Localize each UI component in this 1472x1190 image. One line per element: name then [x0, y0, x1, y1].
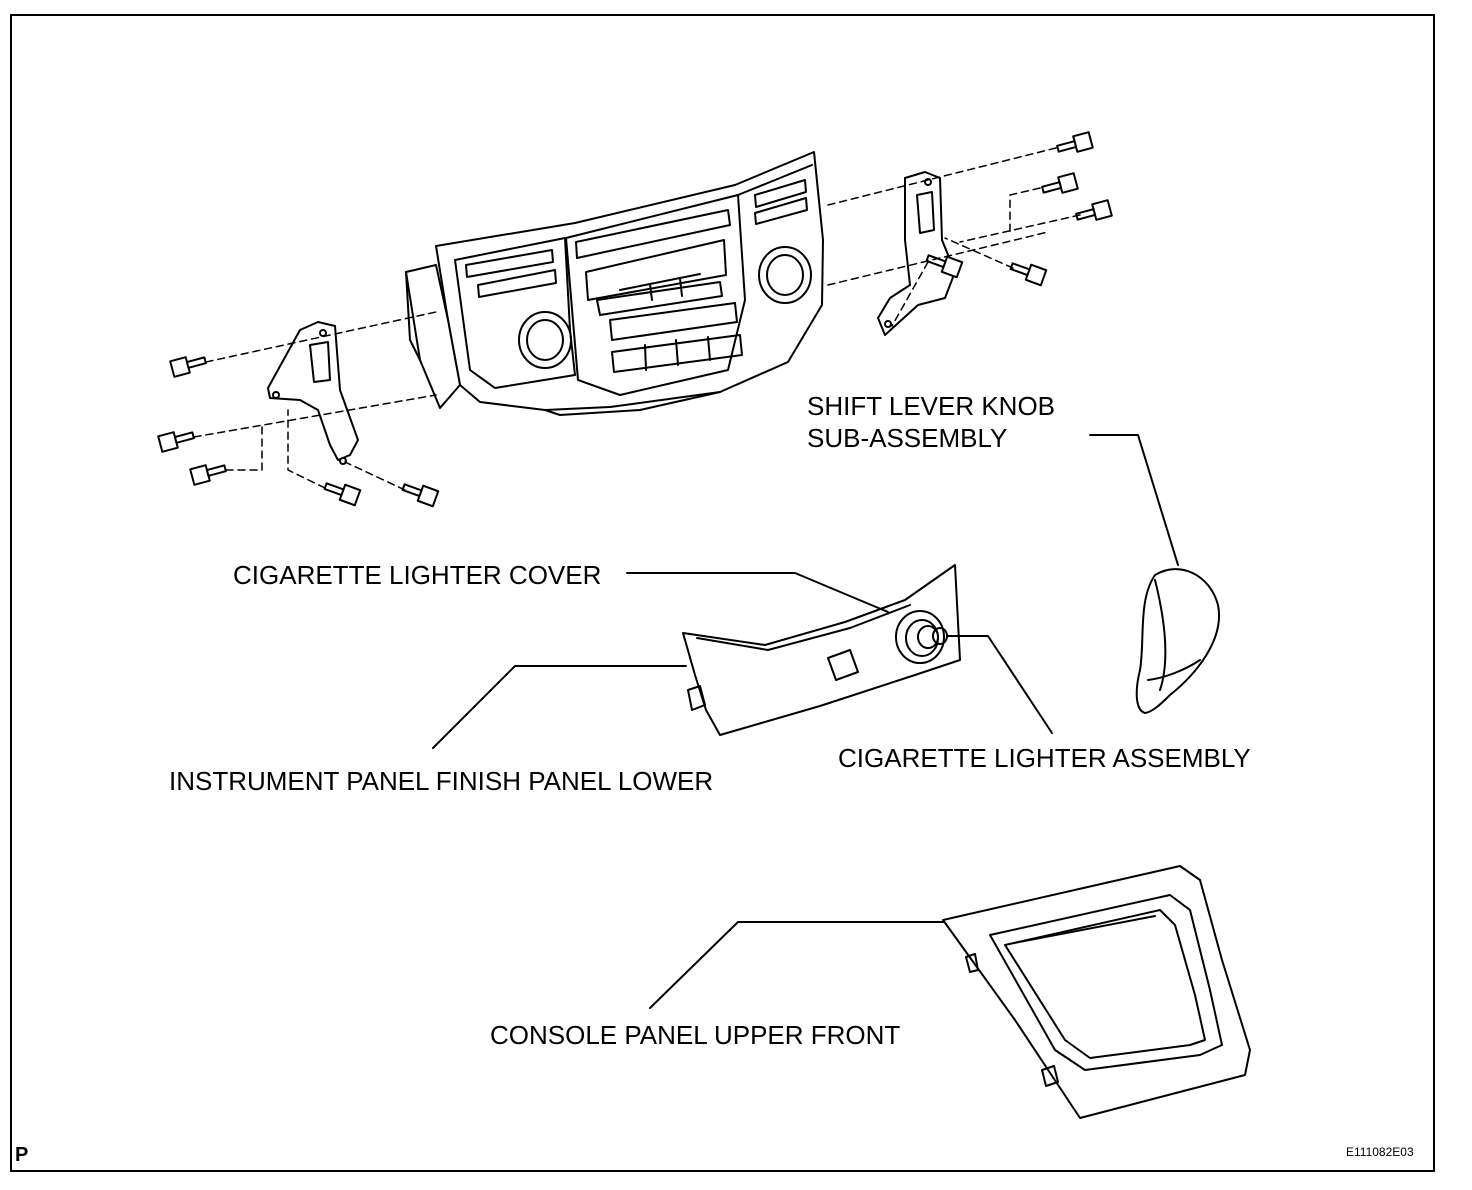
corner-mark: P — [15, 1144, 29, 1166]
cigarette-lighter-assembly-label: CIGARETTE LIGHTER ASSEMBLY — [838, 743, 1251, 773]
cigarette-lighter — [895, 610, 948, 664]
shift-lever-knob — [1089, 434, 1221, 714]
left-bracket — [267, 321, 359, 465]
right-bracket — [877, 171, 956, 336]
diagram-frame — [10, 14, 1435, 1172]
figure-code: E111082E03 — [1346, 1145, 1414, 1159]
shift-knob-label-line1: SHIFT LEVER KNOB — [807, 391, 1056, 421]
cigarette-lighter-cover-label: CIGARETTE LIGHTER COVER — [233, 560, 602, 590]
console-panel-label: CONSOLE PANEL UPPER FRONT — [490, 1020, 901, 1050]
finish-panel-lower — [682, 564, 961, 736]
leader-lines — [432, 572, 1053, 1009]
console-panel — [942, 865, 1251, 1119]
shift-knob-label-line2: SUB-ASSEMBLY — [807, 423, 1008, 453]
bolt-group — [157, 131, 1113, 508]
control-panel — [405, 151, 824, 416]
alignment-lines — [193, 146, 1081, 491]
finish-panel-lower-label: INSTRUMENT PANEL FINISH PANEL LOWER — [169, 766, 714, 796]
